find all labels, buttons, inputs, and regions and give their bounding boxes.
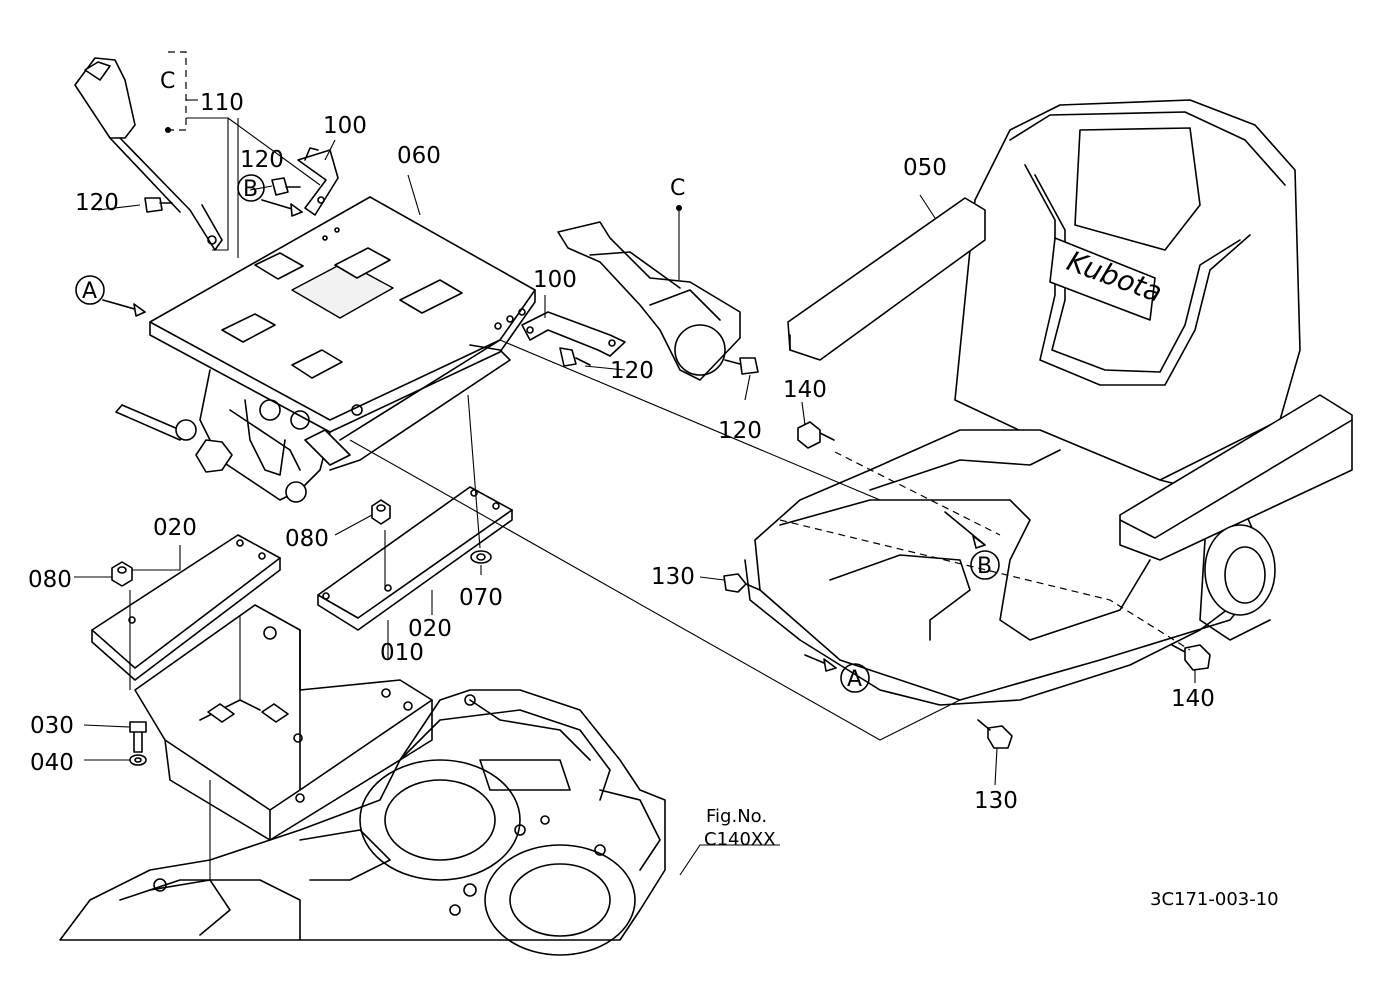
bolt-120-c (559, 347, 591, 367)
part-label-140a: 140 (783, 377, 827, 403)
part-label-120b: 120 (75, 190, 119, 216)
part-label-110: 110 (200, 90, 244, 116)
seatbelt-buckle-110 (74, 57, 223, 251)
part-label-120a: 120 (240, 147, 284, 173)
bracket-100-left (297, 147, 339, 216)
washer-040 (129, 754, 147, 766)
drawing-number: 3C171-003-10 (1150, 889, 1279, 910)
fig-ref-line2: C140XX (704, 829, 776, 850)
part-label-130b: 130 (974, 788, 1018, 814)
part-label-120c: 120 (610, 358, 654, 384)
bolt-140-top (797, 421, 835, 449)
ref-marker-b2: B (977, 554, 992, 579)
ref-marker-c2: C (670, 176, 685, 201)
nut-070 (470, 550, 492, 564)
plate-020-left (91, 534, 281, 681)
part-label-140b: 140 (1171, 686, 1215, 712)
bolt-140-bottom (1171, 644, 1211, 671)
bolt-120-a (144, 197, 173, 213)
part-label-080a: 080 (28, 567, 72, 593)
reference-markers: A B A B C C (75, 69, 1000, 693)
part-label-120d: 120 (718, 418, 762, 444)
bolt-120-d (724, 357, 759, 375)
bolt-130-left (723, 573, 761, 593)
ref-marker-b1: B (243, 177, 258, 202)
seatbelt-strap (557, 221, 741, 381)
nut-080-left (111, 561, 133, 587)
part-label-050: 050 (903, 155, 947, 181)
part-label-010: 010 (380, 640, 424, 666)
ref-marker-c1: C (160, 69, 175, 94)
seat-support-bracket (134, 604, 433, 841)
seat-suspension-060 (115, 196, 536, 503)
part-label-130a: 130 (651, 564, 695, 590)
part-label-070: 070 (459, 585, 503, 611)
part-label-030: 030 (30, 713, 74, 739)
seat-050: Kubota (744, 99, 1353, 706)
plate-020-right (317, 486, 513, 631)
part-label-040: 040 (30, 750, 74, 776)
part-label-020a: 020 (153, 515, 197, 541)
tractor-frame (59, 689, 666, 956)
fig-ref-line1: Fig.No. (706, 806, 767, 827)
bolt-130-bottom (977, 719, 1013, 749)
ref-marker-a1: A (82, 279, 97, 304)
bolt-030 (129, 721, 147, 753)
bolt-120-b (271, 177, 301, 196)
bracket-100-right (521, 311, 626, 357)
part-label-020b: 020 (408, 616, 452, 642)
part-labels: 010 020 020 030 040 050 060 070 080 080 … (28, 90, 1215, 814)
part-label-080b: 080 (285, 526, 329, 552)
ref-marker-a2: A (847, 667, 862, 692)
part-label-060: 060 (397, 143, 441, 169)
part-label-100b: 100 (533, 267, 577, 293)
part-label-100a: 100 (323, 113, 367, 139)
figure-reference: Fig.No. C140XX (704, 806, 776, 850)
leader-lines (74, 51, 1196, 880)
nut-080-right (371, 499, 391, 525)
